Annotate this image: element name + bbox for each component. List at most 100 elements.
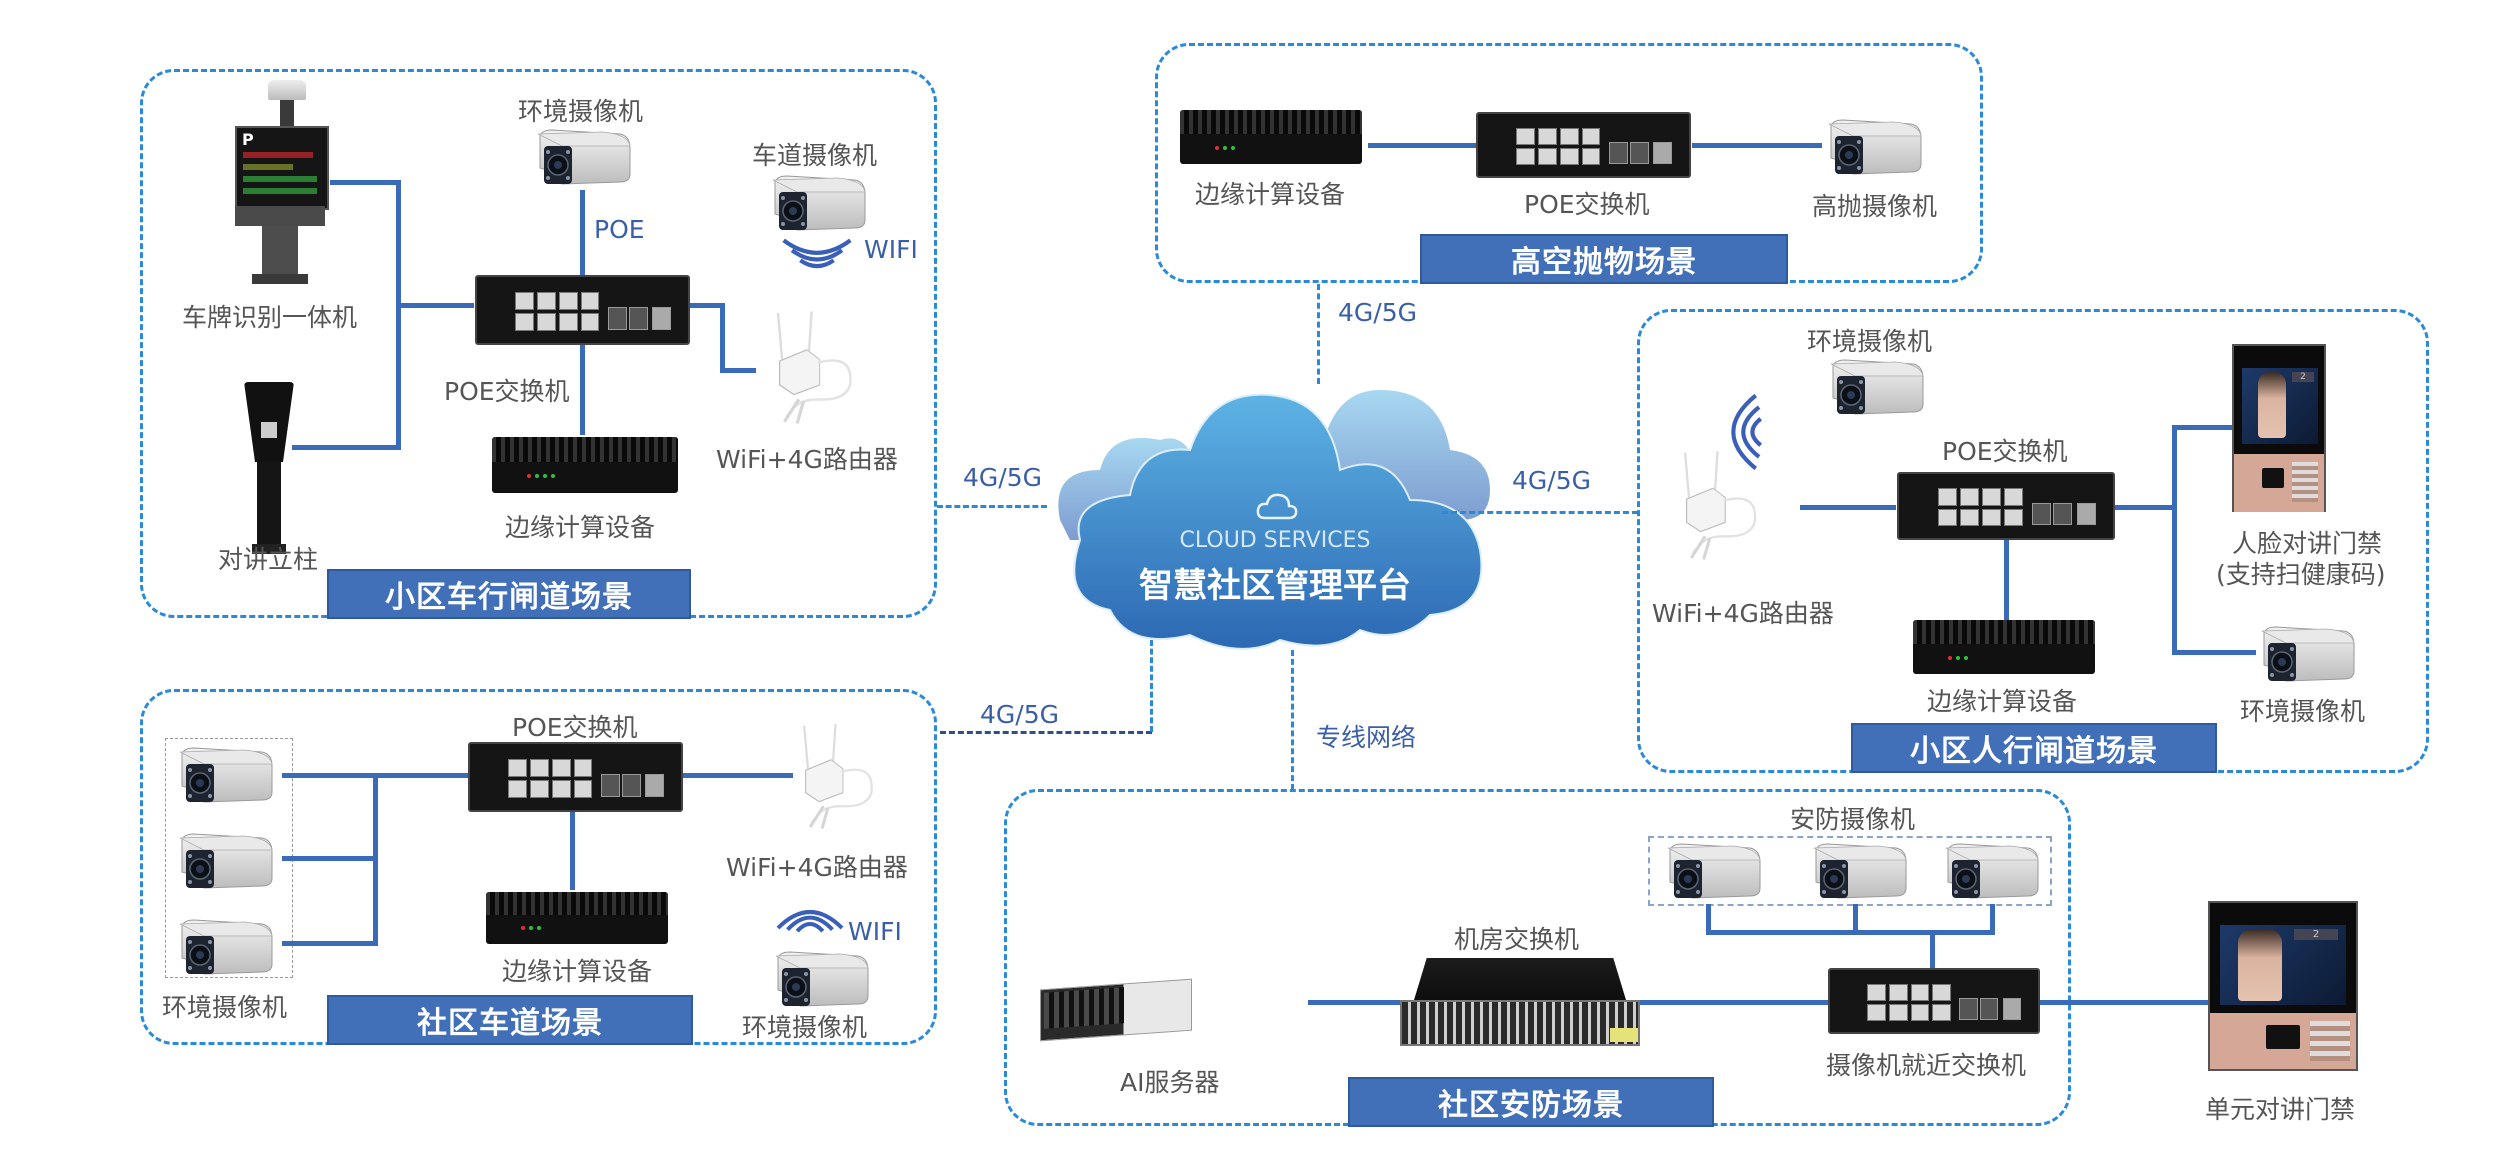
security-camera-group-box <box>1648 836 2052 906</box>
link-left-top-label: 4G/5G <box>963 463 1042 492</box>
intercom-pillar <box>257 462 281 546</box>
connector <box>1692 143 1822 148</box>
router-icon[interactable] <box>760 305 860 425</box>
intercom-screen: 2 <box>2242 368 2318 444</box>
link-left-bottom-label: 4G/5G <box>980 700 1059 729</box>
caption-router: WiFi+4G路由器 <box>726 853 908 882</box>
caption-edge-device: 边缘计算设备 <box>1927 687 2078 716</box>
edge-computing-device[interactable] <box>1180 110 1362 164</box>
unit-intercom-device[interactable]: 2 <box>2208 901 2358 1071</box>
qr-code-icon <box>261 422 277 438</box>
connector <box>1308 1000 1400 1005</box>
wifi-label: WIFI <box>848 917 902 946</box>
connector <box>2172 425 2232 430</box>
cloud-platform[interactable]: CLOUD SERVICES 智慧社区管理平台 <box>1040 370 1510 660</box>
lane-camera-icon[interactable] <box>767 174 867 236</box>
env-camera-icon[interactable] <box>2256 625 2356 687</box>
edge-computing-device[interactable] <box>486 892 668 944</box>
caption-env-camera-top: 环境摄像机 <box>1807 327 1933 356</box>
wifi-label: WIFI <box>864 235 918 264</box>
router-icon[interactable] <box>786 718 882 830</box>
plate-recognition-device[interactable]: P <box>232 80 329 286</box>
link-left-bottom-vert <box>1150 640 1153 732</box>
security-camera-icon[interactable] <box>1662 842 1762 904</box>
security-camera-icon[interactable] <box>1808 842 1908 904</box>
edge-computing-device[interactable] <box>1913 620 2095 674</box>
env-camera-icon[interactable] <box>174 832 274 894</box>
connector <box>1368 143 1476 148</box>
cloud-title: 智慧社区管理平台 <box>1139 566 1411 606</box>
scene-label-high-altitude[interactable]: 高空抛物场景 <box>1420 234 1788 284</box>
env-camera-icon[interactable] <box>1825 358 1925 420</box>
security-camera-icon[interactable] <box>1940 842 2040 904</box>
wifi-signal-icon <box>770 888 850 936</box>
plate-reader-slot <box>235 206 325 226</box>
room-switch-ports <box>1400 1000 1640 1046</box>
ai-server-device[interactable] <box>1040 974 1200 1042</box>
poe-switch-device[interactable] <box>1897 472 2115 540</box>
scene-label-vehicle-gate[interactable]: 小区车行闸道场景 <box>327 569 691 619</box>
intercom-keypad-panel <box>2210 1013 2356 1069</box>
caption-poe-switch: POE交换机 <box>512 713 638 742</box>
router-icon[interactable] <box>1668 445 1764 561</box>
poe-switch-device[interactable] <box>475 275 690 345</box>
caption-edge-device: 边缘计算设备 <box>505 513 656 542</box>
caption-router: WiFi+4G路由器 <box>1652 599 1834 628</box>
link-bottom-label: 专线网络 <box>1316 723 1417 752</box>
plate-led-display: P <box>235 126 329 210</box>
connector <box>282 941 378 946</box>
parking-letter: P <box>242 130 254 149</box>
room-switch-top <box>1414 958 1626 1000</box>
screen-digit: 2 <box>2292 372 2314 382</box>
link-left-top-line <box>937 505 1047 508</box>
edge-computing-device[interactable] <box>492 437 678 493</box>
caption-env-camera-bottom: 环境摄像机 <box>2240 697 2366 726</box>
connector <box>2004 540 2009 620</box>
connector <box>1640 1000 1828 1005</box>
connector <box>1706 904 1711 932</box>
screen-digit: 2 <box>2294 929 2338 940</box>
caption-poe-switch: POE交换机 <box>1524 190 1650 219</box>
nearby-switch-device[interactable] <box>1828 968 2040 1034</box>
face-photo <box>2238 929 2282 1001</box>
card-reader-icon <box>2262 468 2284 488</box>
scene-label-pedestrian-gate[interactable]: 小区人行闸道场景 <box>1851 723 2217 773</box>
connector <box>2115 505 2175 510</box>
cloud-shape <box>1058 390 1490 650</box>
connector <box>570 812 575 890</box>
caption-env-camera-wifi: 环境摄像机 <box>742 1013 868 1042</box>
caption-env-camera: 环境摄像机 <box>518 97 644 126</box>
caption-env-cameras: 环境摄像机 <box>162 993 288 1022</box>
room-switch-device[interactable] <box>1400 958 1640 1046</box>
caption-unit-intercom: 单元对讲门禁 <box>2205 1095 2356 1124</box>
connector <box>292 445 400 450</box>
connector <box>373 773 378 946</box>
poe-switch-device[interactable] <box>468 742 683 812</box>
face-intercom-device[interactable]: 2 <box>2232 344 2326 512</box>
high-camera-icon[interactable] <box>1823 118 1923 180</box>
env-camera-icon[interactable] <box>174 918 274 980</box>
caption-high-camera: 高抛摄像机 <box>1812 192 1938 221</box>
poe-link-label: POE <box>594 215 645 244</box>
intercom-post-device[interactable] <box>244 382 294 554</box>
connector <box>1930 930 1935 968</box>
env-camera-icon[interactable] <box>174 746 274 808</box>
caption-lane-camera: 车道摄像机 <box>752 141 878 170</box>
poe-switch-device[interactable] <box>1476 112 1691 178</box>
caption-poe-switch: POE交换机 <box>1942 437 2068 466</box>
scene-label-security[interactable]: 社区安防场景 <box>1348 1077 1714 1127</box>
connector <box>2172 425 2177 653</box>
link-right-line <box>1442 511 1638 514</box>
plate-base <box>252 274 308 284</box>
env-camera-icon[interactable] <box>770 950 870 1012</box>
scene-label-community-lane[interactable]: 社区车道场景 <box>327 995 693 1045</box>
connector <box>2040 1000 2208 1005</box>
connector <box>373 773 469 778</box>
link-right-label: 4G/5G <box>1512 466 1591 495</box>
cloud-icon <box>1255 490 1299 522</box>
caption-ai-server: AI服务器 <box>1120 1068 1220 1097</box>
connector <box>580 345 585 435</box>
connector <box>282 773 378 778</box>
env-camera-icon[interactable] <box>532 128 632 190</box>
caption-edge-device: 边缘计算设备 <box>1195 180 1346 209</box>
